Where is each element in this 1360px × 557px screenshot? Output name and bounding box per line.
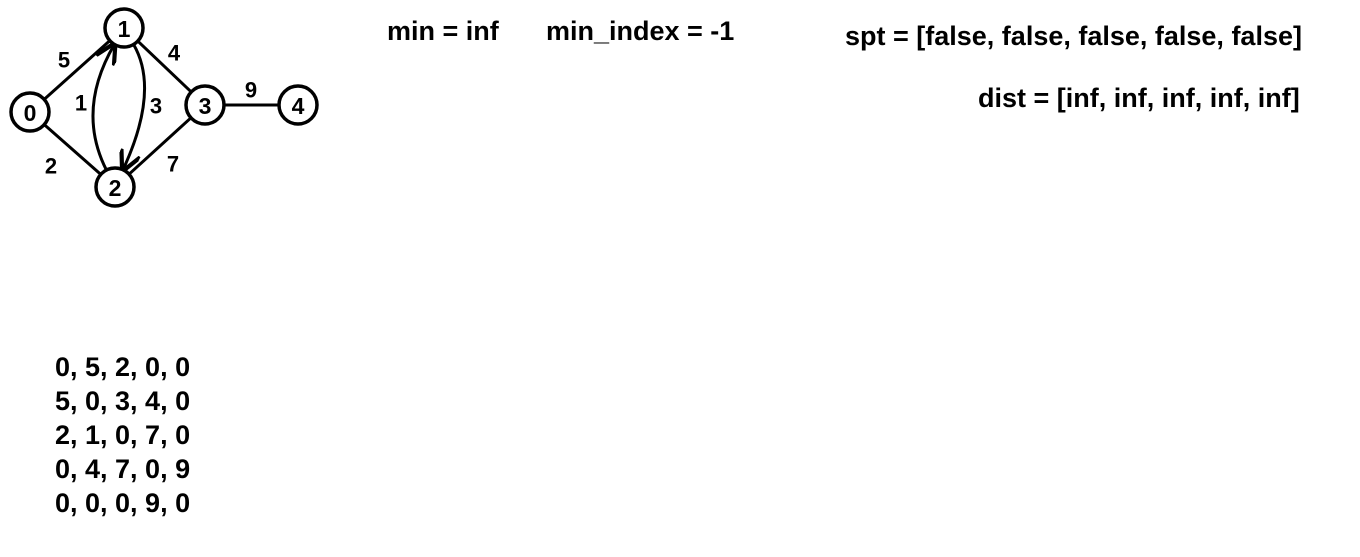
matrix-row-3: 0, 4, 7, 0, 9 [55,454,191,484]
edge-2-3 [128,116,192,176]
edge-weight-2-1: 1 [75,91,87,116]
matrix-row-4: 0, 0, 0, 9, 0 [55,488,191,518]
edge-weight-3-4: 9 [245,78,257,103]
node-3-circle [184,84,226,126]
matrix-row-1: 5, 0, 3, 4, 0 [55,386,191,416]
dist-array: dist = [inf, inf, inf, inf, inf] [978,83,1300,113]
node-3-label: 3 [199,93,212,119]
graph-diagram: 0 1 2 3 4 5 2 1 3 4 7 9 [9,7,319,208]
edge-1-3 [136,40,193,93]
edge-0-2 [43,123,102,176]
node-4-circle [277,84,319,126]
matrix-row-2: 2, 1, 0, 7, 0 [55,420,191,450]
node-1-label: 1 [118,16,131,42]
edge-weight-0-1: 5 [58,48,70,73]
min-variable: min = inf [387,16,499,46]
min-index-variable: min_index = -1 [546,16,735,46]
node-0-circle [9,91,51,133]
edge-weight-1-2: 3 [150,94,162,119]
matrix-row-0: 0, 5, 2, 0, 0 [55,352,191,382]
graph-nodes: 0 1 2 3 4 [9,7,319,208]
node-4-label: 4 [292,93,305,119]
edge-2-1 [91,44,114,171]
graph-edges [43,40,279,176]
edge-weight-2-3: 7 [167,152,179,177]
edge-weight-1-3: 4 [168,41,181,66]
node-1-circle [103,7,145,49]
graph-weights: 5 2 1 3 4 7 9 [45,41,257,179]
node-2-circle [94,166,136,208]
edge-1-2 [123,43,147,169]
edge-weight-0-2: 2 [45,154,57,179]
node-2-label: 2 [109,175,122,201]
spt-array: spt = [false, false, false, false, false… [845,21,1302,51]
adjacency-matrix: 0, 5, 2, 0, 0 5, 0, 3, 4, 0 2, 1, 0, 7, … [55,350,190,520]
node-0-label: 0 [24,100,37,126]
